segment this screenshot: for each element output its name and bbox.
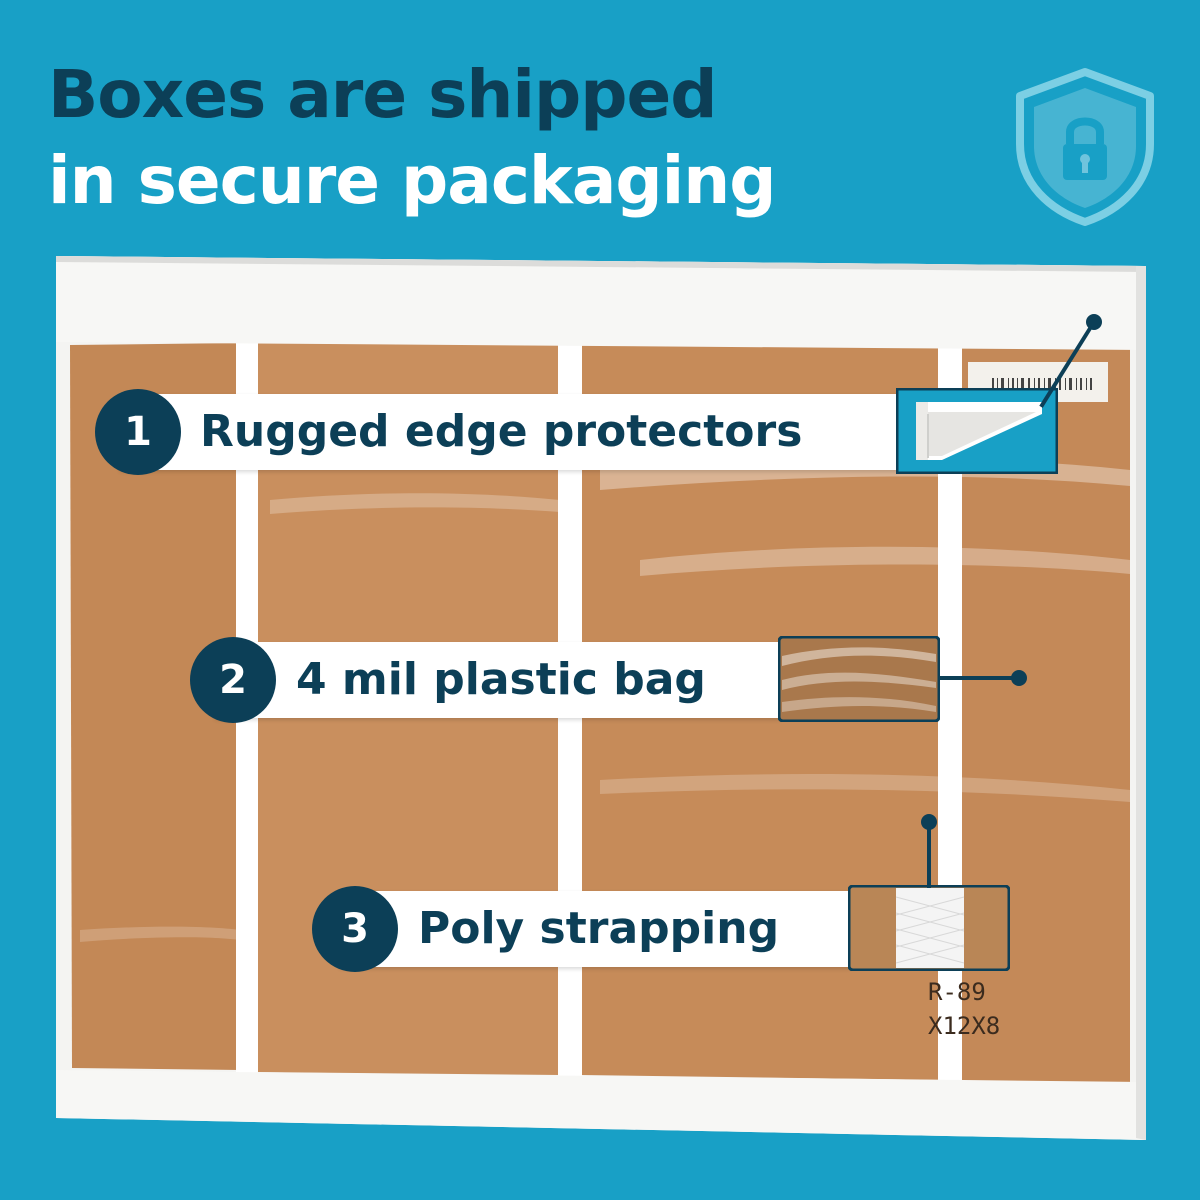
headline-line1: Boxes are shipped [48, 56, 717, 133]
poly-strap-icon [848, 885, 1010, 971]
feature-2-dot [1011, 670, 1027, 686]
feature-3-number: 3 [312, 886, 398, 972]
box-marking-line2: X12X8 [928, 1012, 1000, 1040]
feature-2-bar [215, 642, 780, 718]
plastic-bag-icon [778, 636, 940, 722]
feature-3-bar [340, 891, 850, 967]
feature-2-label: 4 mil plastic bag [296, 654, 706, 705]
feature-3-leader [927, 822, 931, 888]
feature-1-bar [120, 394, 898, 470]
feature-1-label: Rugged edge protectors [200, 406, 803, 457]
feature-1-number: 1 [95, 389, 181, 475]
feature-3-label: Poly strapping [418, 903, 780, 954]
shield-lock-icon [1016, 68, 1154, 226]
feature-2-leader [940, 676, 1020, 680]
feature-1-dot [1086, 314, 1102, 330]
headline-line2: in secure packaging [48, 142, 776, 219]
box-marking-line1: R-89 [928, 978, 986, 1006]
headline: Boxes are shipped in secure packaging [48, 52, 776, 224]
feature-2-number: 2 [190, 637, 276, 723]
edge-protector-icon [896, 388, 1058, 474]
feature-3-dot [921, 814, 937, 830]
